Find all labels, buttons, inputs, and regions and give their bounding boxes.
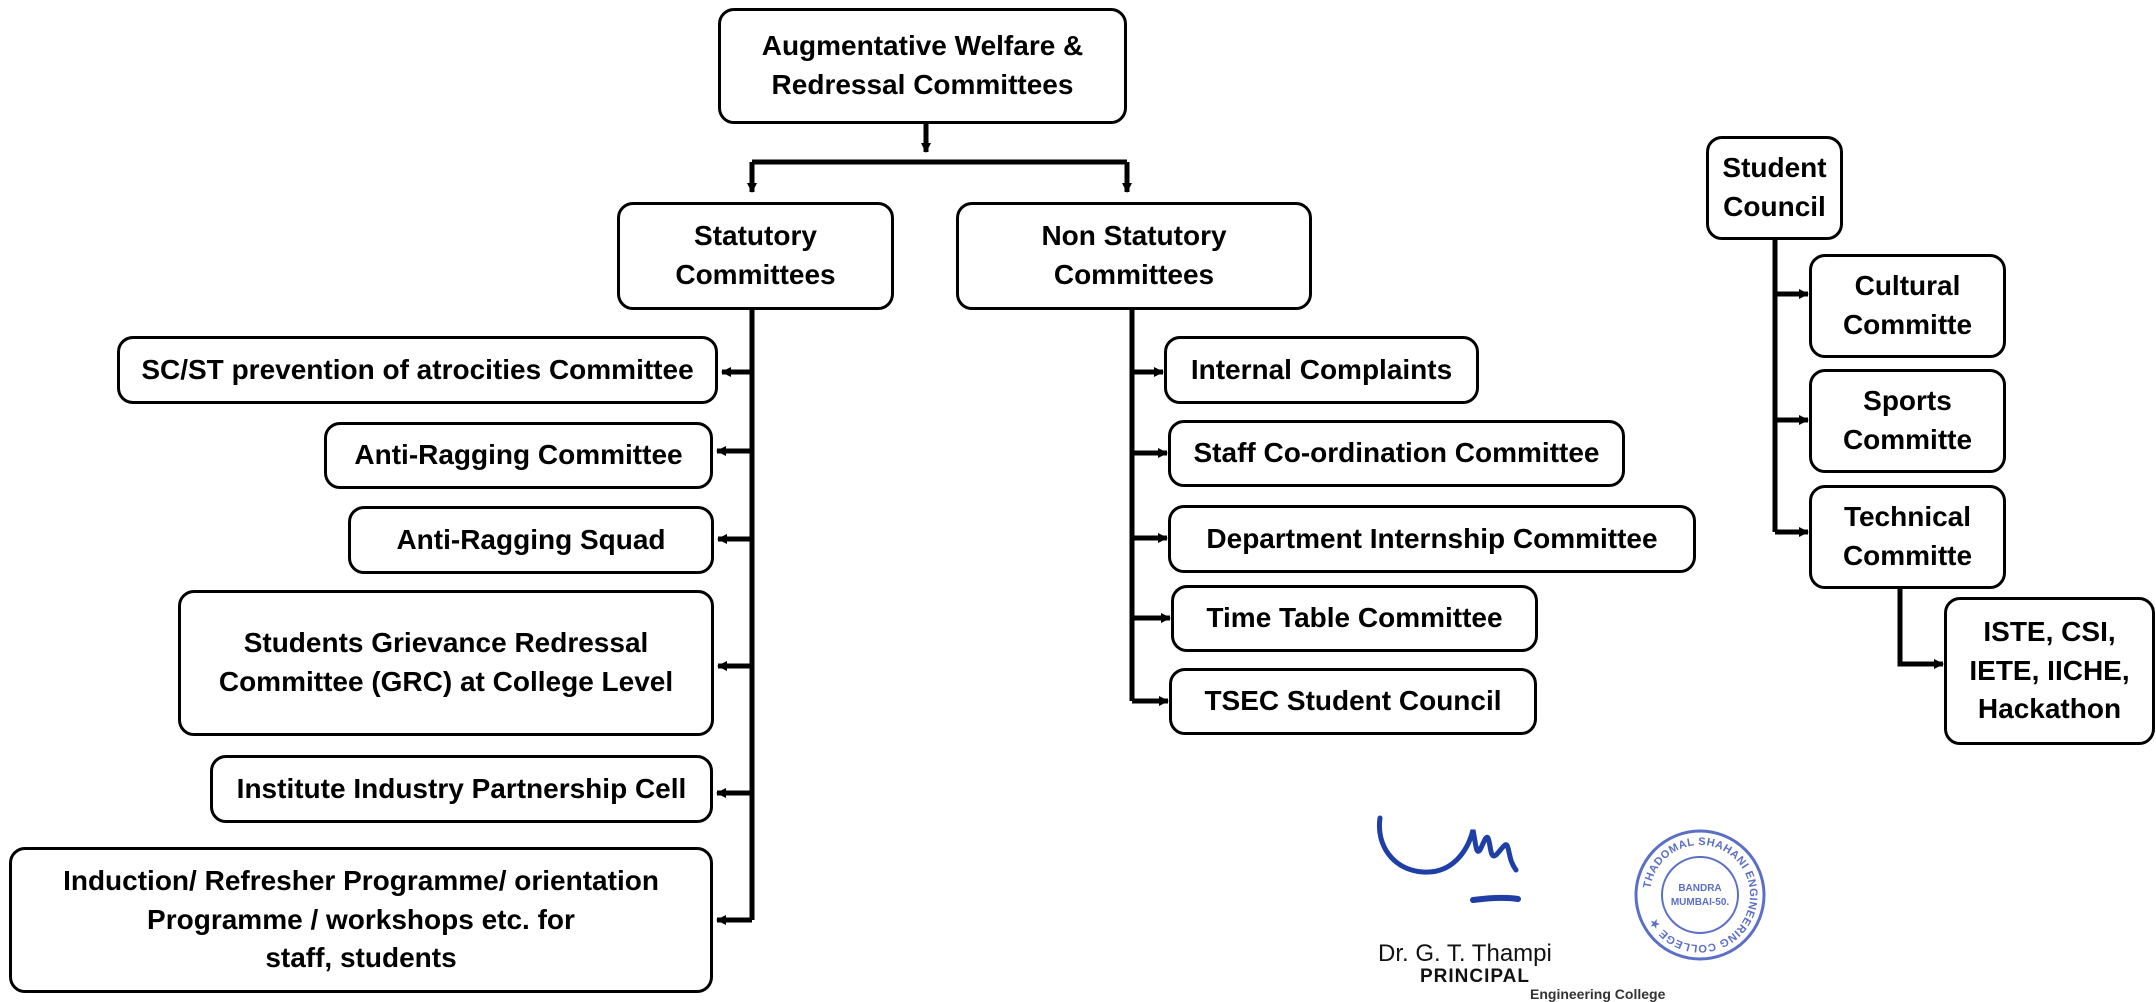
statutory-item-label: Students Grievance Redressal Committee (… [218,627,674,697]
svg-text:MUMBAI-50.: MUMBAI-50. [1671,897,1730,908]
statutory-item: Anti-Ragging Squad [348,506,714,574]
non-statutory-item-label: Internal Complaints [1190,353,1453,385]
statutory-node: Statutory Committees [617,202,894,310]
root-node: Augmentative Welfare & Redressal Committ… [718,8,1127,124]
svg-text:BANDRA: BANDRA [1678,883,1721,894]
non-statutory-item: Department Internship Committee [1168,505,1696,573]
stamp-icon: THADOMAL SHAHANI ENGINEERING COLLEGE ★ B… [1634,829,1766,961]
statutory-item-label: Anti-Ragging Committee [354,439,683,471]
signature-block: Dr. G. T. Thampi PRINCIPAL Engineering C… [1340,800,1820,1002]
signatory-title: PRINCIPAL [1420,966,1530,987]
connector-technical-child [1897,588,1944,669]
institution-partial: Engineering College [1530,986,1666,1002]
technical-child-label: ISTE, CSI, IETE, IICHE, Hackathon [1969,616,2130,725]
non-statutory-item: Staff Co-ordination Committee [1168,420,1625,487]
statutory-item: Induction/ Refresher Programme/ orientat… [9,847,713,993]
student-council-item-label: Cultural Committe [1842,270,1973,340]
signature-icon [1376,815,1521,903]
statutory-item: Students Grievance Redressal Committee (… [178,590,714,736]
statutory-item: Institute Industry Partnership Cell [210,755,713,823]
statutory-item-label: SC/ST prevention of atrocities Committee [141,353,694,385]
student-council-item: Technical Committe [1809,485,2006,589]
non-statutory-label: Non Statutory Committees [1041,220,1227,290]
statutory-item-label: Induction/ Refresher Programme/ orientat… [63,865,659,974]
non-statutory-item-label: Time Table Committee [1206,602,1503,634]
student-council-label: Student Council [1722,152,1827,222]
student-council-item-label: Technical Committe [1842,501,1973,571]
root-label: Augmentative Welfare & Redressal Committ… [761,30,1084,100]
student-council-item: Cultural Committe [1809,254,2006,358]
signatory-name: Dr. G. T. Thampi [1378,940,1552,967]
non-statutory-item: TSEC Student Council [1169,668,1537,735]
non-statutory-node: Non Statutory Committees [956,202,1312,310]
student-council-item-label: Sports Committe [1842,385,1973,455]
statutory-item: SC/ST prevention of atrocities Committee [117,336,718,404]
non-statutory-item-label: Department Internship Committee [1206,522,1658,554]
svg-text:THADOMAL SHAHANI ENGINEERING C: THADOMAL SHAHANI ENGINEERING COLLEGE ★ [1641,836,1759,954]
non-statutory-item: Internal Complaints [1164,336,1479,404]
student-council-node: Student Council [1706,136,1843,240]
student-council-item: Sports Committe [1809,369,2006,473]
non-statutory-item-label: Staff Co-ordination Committee [1193,437,1600,469]
statutory-item: Anti-Ragging Committee [324,422,713,489]
statutory-label: Statutory Committees [675,220,836,290]
statutory-item-label: Anti-Ragging Squad [396,523,666,555]
non-statutory-item-label: TSEC Student Council [1204,685,1502,717]
statutory-item-label: Institute Industry Partnership Cell [236,772,687,804]
non-statutory-item: Time Table Committee [1171,585,1538,652]
technical-child-node: ISTE, CSI, IETE, IICHE, Hackathon [1944,597,2155,745]
